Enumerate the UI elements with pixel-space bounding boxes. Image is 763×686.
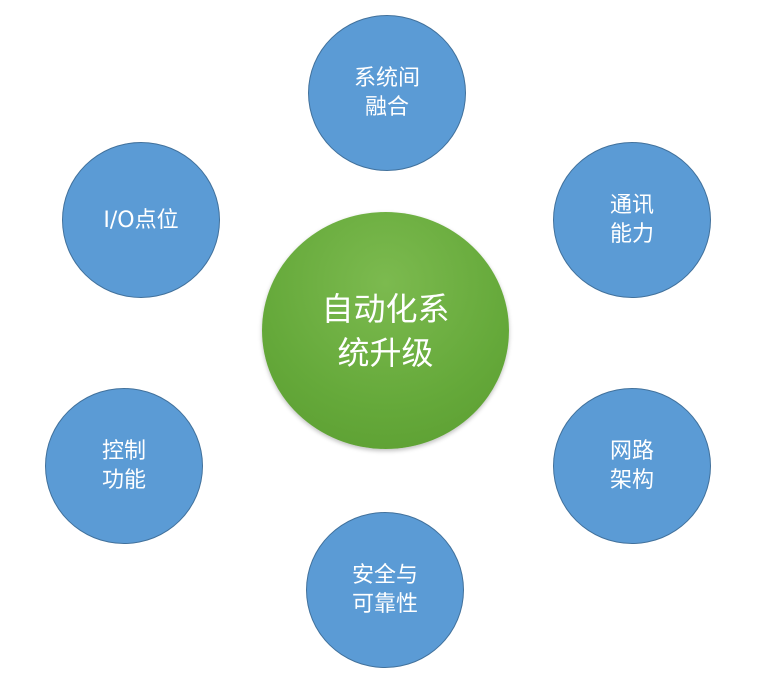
node-label: 控制 功能 [101,439,146,493]
node-io-points: I/O点位 [62,142,220,298]
node-safety-reliability: 安全与 可靠性 [306,512,464,668]
center-node-automation-upgrade: 自动化系 统升级 [262,212,509,449]
node-network-architecture: 网路 架构 [553,388,711,544]
node-label: 通讯 能力 [609,193,654,247]
center-label: 自动化系 统升级 [321,289,450,372]
node-label: I/O点位 [103,207,179,233]
node-control-function: 控制 功能 [45,388,203,544]
node-system-integration: 系统间 融合 [308,15,466,171]
node-label: 网路 架构 [609,439,654,493]
node-communication: 通讯 能力 [553,142,711,298]
node-label: 系统间 融合 [353,66,420,120]
node-label: 安全与 可靠性 [351,563,418,617]
